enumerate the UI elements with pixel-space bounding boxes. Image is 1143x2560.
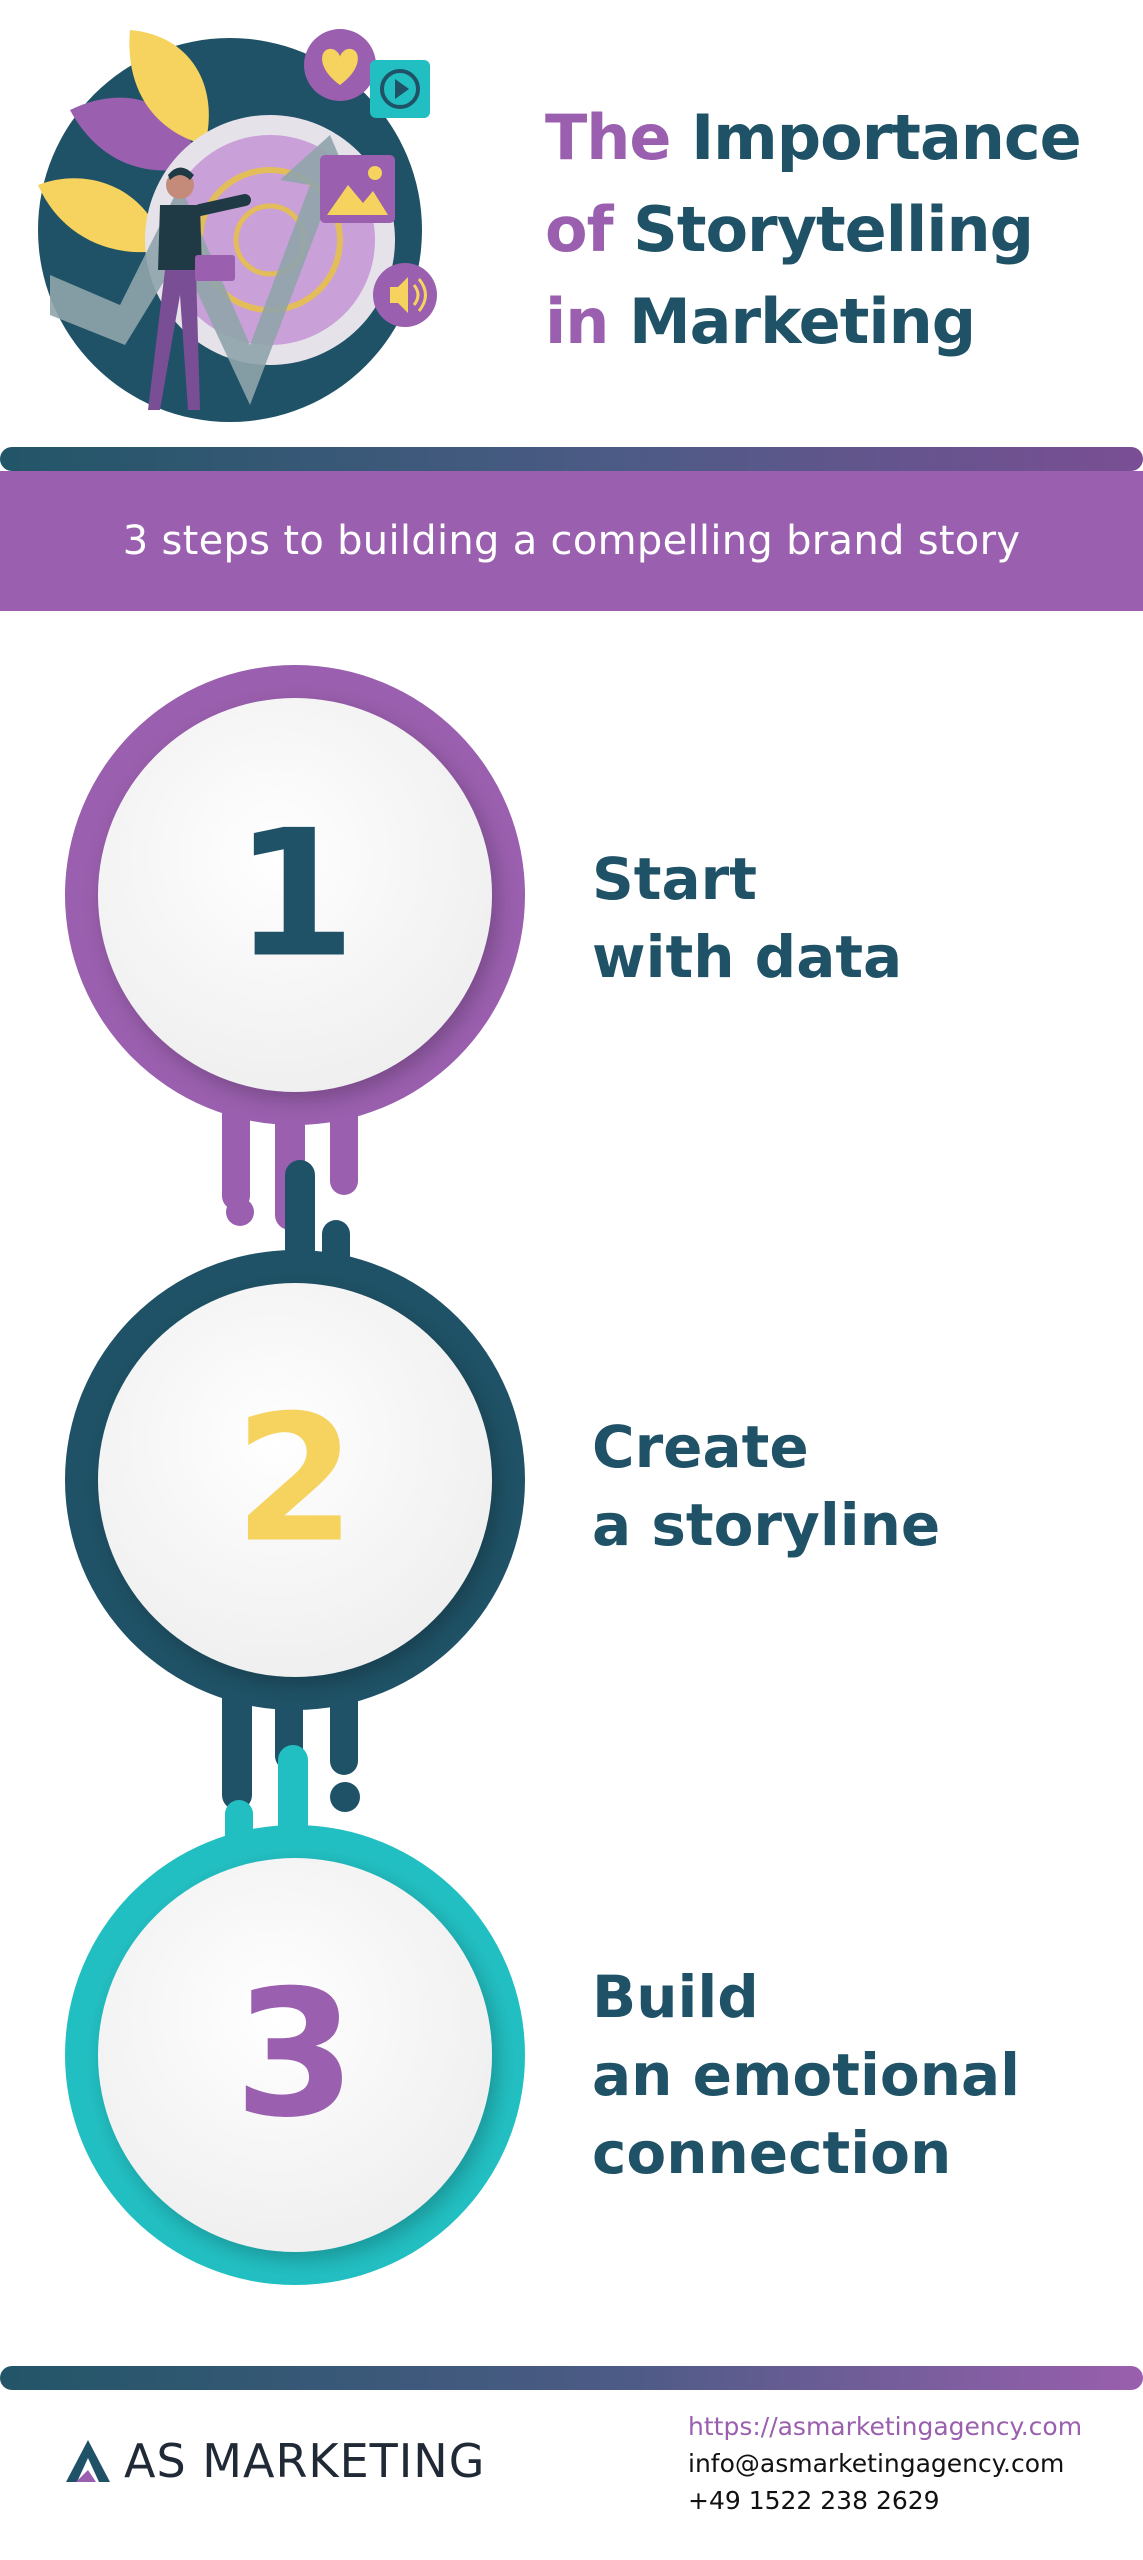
step-1-number: 1 (234, 794, 356, 997)
page-title: The Importance of Storytelling in Market… (545, 92, 1125, 368)
steps-graphic: 1 2 3 (65, 665, 525, 2285)
yellow-leaf (129, 30, 209, 145)
presenter-figure (148, 167, 251, 410)
step-3-disc (98, 1858, 492, 2252)
title-line-2: of Storytelling (545, 193, 1034, 266)
image-icon (320, 155, 395, 223)
step-3-number: 3 (234, 1954, 356, 2157)
step-1-disc (98, 698, 492, 1092)
title-line-3: in Marketing (545, 285, 976, 358)
title-line-1: The Importance (545, 101, 1082, 174)
brand-logo: AS MARKETING (66, 2434, 485, 2488)
contact-block: https://asmarketingagency.com info@asmar… (688, 2408, 1138, 2519)
speaker-icon (373, 263, 437, 327)
heart-icon (304, 29, 376, 101)
website-link[interactable]: https://asmarketingagency.com (688, 2412, 1083, 2441)
navy-drop (330, 1782, 360, 1812)
play-icon (370, 60, 430, 118)
subtitle-banner: 3 steps to building a compelling brand s… (0, 471, 1143, 611)
phone-number: +49 1522 238 2629 (688, 2486, 940, 2515)
step-2-disc (98, 1283, 492, 1677)
brand-name: AS MARKETING (124, 2434, 486, 2488)
logo-mark-icon (66, 2440, 110, 2482)
email-link[interactable]: info@asmarketingagency.com (688, 2449, 1065, 2478)
step-2-label: Create a storyline (592, 1413, 941, 1559)
step-1-label: Start with data (592, 845, 903, 991)
header-divider-bar (0, 447, 1143, 471)
yellow-leaf-lower (38, 178, 165, 253)
storytelling-illustration (38, 29, 437, 422)
purple-drop (226, 1198, 254, 1226)
subtitle: 3 steps to building a compelling brand s… (122, 518, 1021, 564)
step-3-label: Build an emotional connection (592, 1963, 1021, 2187)
footer-divider-bar (0, 2366, 1143, 2390)
step-2-number: 2 (234, 1379, 356, 1582)
